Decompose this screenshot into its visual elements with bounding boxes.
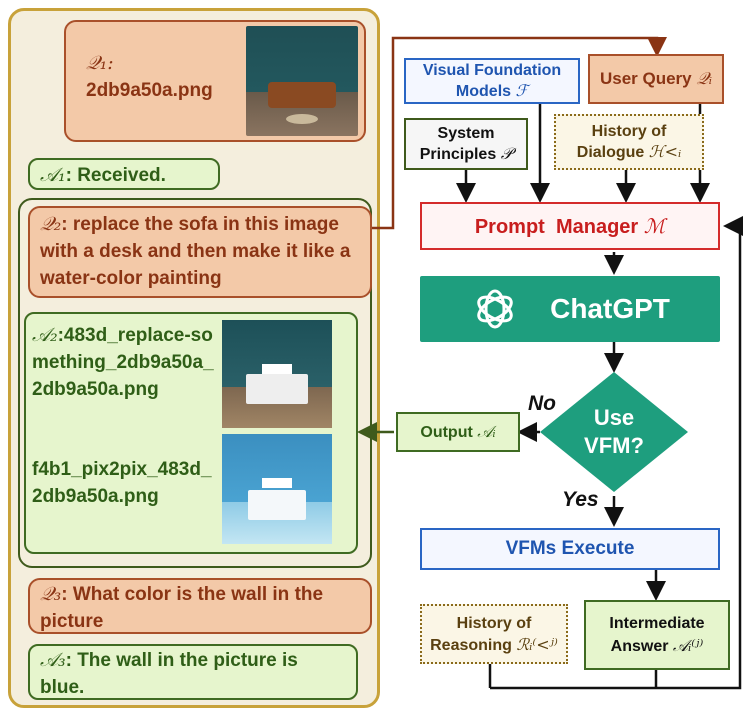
q2-label: 𝒬₂ [40, 213, 62, 235]
q2-text: : replace the sofa in this image with a … [40, 214, 351, 289]
output-symbol: 𝒜ᵢ [477, 422, 496, 441]
answer-2-bubble: 𝒜₂:483d_replace-something_2db9a50a_2db9a… [24, 312, 358, 554]
decision-label: Use VFM? [584, 405, 644, 458]
q1-label: 𝒬₁: [86, 52, 114, 74]
yes-label: Yes [562, 488, 599, 511]
a2-text-1: :483d_replace-something_2db9a50a_2db9a50… [32, 325, 214, 400]
history-reasoning-symbol: ℛᵢ⁽<ʲ⁾ [516, 634, 558, 654]
user-query-box: User Query 𝒬ᵢ [588, 54, 724, 104]
output-label: Output [420, 424, 473, 441]
room-image-watercolor [222, 434, 332, 544]
chatgpt-box: ChatGPT [420, 276, 720, 342]
user-query-symbol: 𝒬ᵢ [696, 69, 713, 89]
no-label: No [528, 392, 556, 415]
answer-3-bubble: 𝒜₃: The wall in the picture is blue. [28, 644, 358, 700]
history-dialogue-symbol: ℋ<ᵢ [648, 141, 682, 161]
openai-logo-icon [477, 289, 513, 329]
output-box: Output 𝒜ᵢ [396, 412, 520, 452]
a2-label: 𝒜₂ [32, 324, 58, 346]
intermediate-symbol: 𝒜ᵢ⁽ʲ⁾ [672, 635, 704, 655]
room-image-desk [222, 320, 332, 428]
prompt-manager-label: Prompt Manager [474, 215, 639, 238]
question-2-bubble: 𝒬₂: replace the sofa in this image with … [28, 206, 372, 298]
system-principles-box: System Principles 𝒫 [404, 118, 528, 170]
vfms-execute-label: VFMs Execute [505, 538, 635, 559]
prompt-manager-box: Prompt Manager ℳ [420, 202, 720, 250]
history-dialogue-label: History of Dialogue [576, 122, 667, 161]
answer-1-bubble: 𝒜₁: Received. [28, 158, 220, 190]
user-query-label: User Query [599, 69, 692, 88]
intermediate-label: Intermediate Answer [609, 614, 705, 655]
a3-label: 𝒜₃ [40, 649, 66, 671]
question-1-bubble: 𝒬₁: 2db9a50a.png [64, 20, 366, 142]
history-of-reasoning-box: History of Reasoning ℛᵢ⁽<ʲ⁾ [420, 604, 568, 664]
question-3-bubble: 𝒬₃: What color is the wall in the pictur… [28, 578, 372, 634]
system-label: System Principles [419, 124, 497, 163]
a2-text-2: f4b1_pix2pix_483d_2db9a50a.png [32, 459, 212, 507]
vfm-symbol: ℱ [515, 80, 529, 100]
a1-label: 𝒜₁ [40, 164, 66, 186]
visual-foundation-models-box: Visual Foundation Models ℱ [404, 58, 580, 104]
q3-text: : What color is the wall in the picture [40, 584, 324, 632]
prompt-manager-symbol: ℳ [643, 213, 666, 238]
q1-text: 2db9a50a.png [86, 80, 213, 101]
intermediate-answer-box: Intermediate Answer 𝒜ᵢ⁽ʲ⁾ [584, 600, 730, 670]
history-of-dialogue-box: History of Dialogue ℋ<ᵢ [554, 114, 704, 170]
use-vfm-decision: Use VFM? [540, 372, 688, 492]
system-symbol: 𝒫 [500, 143, 513, 163]
a1-text: : Received. [65, 165, 166, 186]
vfms-execute-box: VFMs Execute [420, 528, 720, 570]
turn-2-frame [18, 198, 372, 568]
chatgpt-label: ChatGPT [550, 293, 670, 324]
history-reasoning-label: History of Reasoning [430, 614, 532, 654]
room-image-original [246, 26, 358, 136]
q3-label: 𝒬₃ [40, 583, 62, 605]
a3-text: : The wall in the picture is blue. [40, 650, 298, 698]
vfm-label: Visual Foundation Models [422, 61, 562, 100]
